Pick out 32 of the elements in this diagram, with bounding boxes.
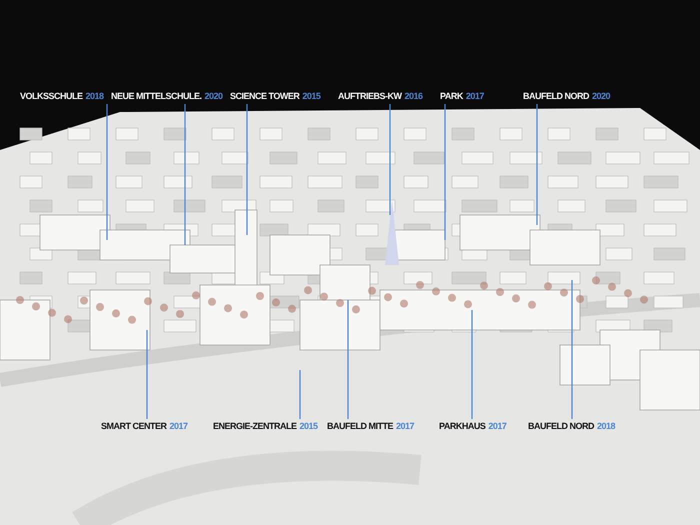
leader-line [571, 280, 573, 419]
leader-line [184, 104, 186, 245]
year-label: 2018 [86, 91, 104, 101]
place-name: BAUFELD NORD [528, 421, 594, 431]
leader-line [536, 104, 538, 225]
year-label: 2020 [592, 91, 610, 101]
leader-line [471, 310, 473, 419]
leader-line [444, 104, 446, 240]
year-label: 2015 [302, 91, 320, 101]
place-name: SCIENCE TOWER [230, 91, 300, 101]
leader-line [347, 300, 349, 419]
place-name: SMART CENTER [101, 421, 166, 431]
leader-line [146, 330, 148, 419]
place-name: BAUFELD MITTE [327, 421, 393, 431]
place-name: NEUE MITTELSCHULE. [111, 91, 202, 101]
year-label: 2015 [300, 421, 318, 431]
year-label: 2017 [396, 421, 414, 431]
place-name: ENERGIE-ZENTRALE [213, 421, 297, 431]
place-name: VOLKSSCHULE [20, 91, 83, 101]
leader-line [299, 370, 301, 419]
year-label: 2017 [488, 421, 506, 431]
year-label: 2017 [466, 91, 484, 101]
year-label: 2018 [597, 421, 616, 431]
place-name: BAUFELD NORD [523, 91, 589, 101]
year-label: 2020 [204, 91, 223, 101]
leader-line [389, 104, 391, 215]
place-name: PARK [440, 91, 463, 101]
leader-line [246, 104, 248, 235]
year-label: 2016 [404, 91, 423, 101]
year-label: 2017 [170, 421, 188, 431]
place-name: AUFTRIEBS-KW [338, 91, 402, 101]
place-name: PARKHAUS [439, 421, 486, 431]
